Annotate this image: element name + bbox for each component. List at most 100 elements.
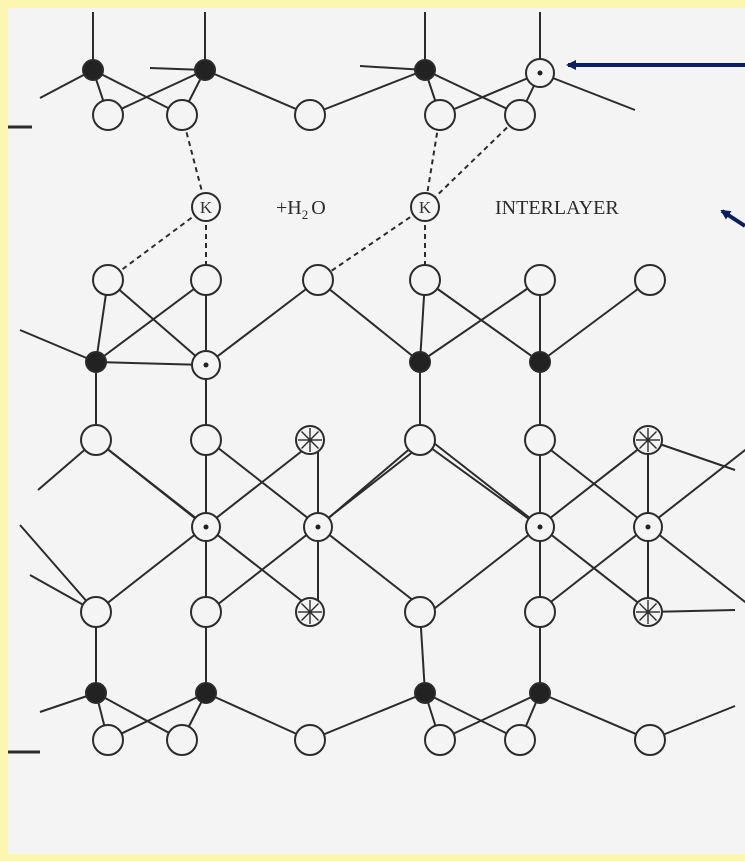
bond-line	[107, 69, 206, 116]
tetrahedral-cation	[414, 682, 436, 704]
hydroxyl-spoke	[647, 611, 657, 621]
tetrahedral-cation	[409, 351, 431, 373]
oxygen-atom	[302, 264, 334, 296]
bond-line	[539, 692, 651, 741]
interlayer-bond	[107, 206, 207, 281]
bond-line	[539, 72, 636, 111]
bond-line	[19, 329, 97, 363]
hydroxyl-spoke	[639, 611, 649, 621]
potassium-ion-left: K	[191, 192, 221, 222]
bond-line	[205, 279, 319, 366]
oxygen-atom	[424, 99, 456, 131]
oxygen-atom	[524, 424, 556, 456]
octahedral-cation-dot	[537, 70, 543, 76]
hydroxyl-spoke	[301, 603, 311, 613]
oxygen-atom	[190, 264, 222, 296]
bond-line	[539, 279, 651, 363]
hydroxyl-spoke	[309, 431, 319, 441]
oxygen-atom	[294, 99, 326, 131]
tetrahedral-cation	[529, 682, 551, 704]
hydroxyl-spoke	[301, 611, 311, 621]
hydroxyl-spoke	[301, 431, 311, 441]
bond-line	[205, 692, 311, 741]
oxygen-atom	[92, 264, 124, 296]
atom-symbols	[80, 58, 666, 756]
oxygen-atom	[190, 424, 222, 456]
bond-line	[317, 439, 421, 528]
bond-line	[309, 692, 426, 741]
oxygen-atom	[92, 99, 124, 131]
bond-line	[107, 692, 207, 741]
hydroxyl-spoke	[639, 603, 649, 613]
octahedral-cation-dot	[645, 524, 651, 530]
oxygen-atom	[634, 264, 666, 296]
oxygen-atom	[409, 264, 441, 296]
bond-line	[204, 69, 311, 116]
bond-line	[95, 439, 207, 528]
oxygen-atom	[524, 596, 556, 628]
hydroxyl-spoke	[647, 431, 657, 441]
bond-line	[439, 72, 541, 116]
bond-line	[95, 692, 183, 741]
hydroxyl-spoke	[309, 611, 319, 621]
potassium-ion-right: K	[410, 192, 440, 222]
bond-line	[424, 279, 541, 363]
bond-line	[92, 69, 183, 116]
water-subscript: 2	[302, 207, 309, 222]
interlayer-bond	[424, 114, 441, 208]
hydroxyl-spoke	[647, 603, 657, 613]
potassium-label: K	[200, 198, 213, 217]
bond-line	[19, 524, 97, 613]
hydroxyl-spoke	[647, 439, 657, 449]
bond-line	[317, 279, 421, 363]
oxygen-atom	[634, 724, 666, 756]
bond-line	[419, 279, 541, 363]
bond-line	[107, 279, 207, 366]
oxygen-atom	[190, 596, 222, 628]
bond-line	[95, 279, 207, 363]
oxygen-atom	[424, 724, 456, 756]
oxygen-atom	[524, 264, 556, 296]
bond-line	[647, 439, 736, 471]
bond-line	[424, 69, 521, 116]
octahedral-cation-dot	[315, 524, 321, 530]
interlayer-bond	[317, 206, 426, 281]
oxygen-atom	[92, 724, 124, 756]
oxygen-atom	[166, 724, 198, 756]
oxygen-atom	[404, 424, 436, 456]
oxygen-atom	[80, 424, 112, 456]
tetrahedral-cation	[85, 351, 107, 373]
bond-line	[419, 439, 541, 528]
bond-line	[309, 69, 426, 116]
potassium-label: K	[419, 198, 432, 217]
tetrahedral-cation	[194, 59, 216, 81]
annotation-arrow-interlayer	[720, 209, 745, 228]
octahedral-cation-dot	[537, 524, 543, 530]
oxygen-atom	[504, 724, 536, 756]
tetrahedral-cation	[85, 682, 107, 704]
tetrahedral-cation	[82, 59, 104, 81]
tetrahedral-cation	[529, 351, 551, 373]
oxygen-atom	[166, 99, 198, 131]
bond-line	[424, 692, 521, 741]
interlayer-bond	[181, 114, 207, 208]
interlayer-label: INTERLAYER	[495, 197, 619, 219]
hydroxyl-spoke	[639, 431, 649, 441]
hydroxyl-spoke	[309, 439, 319, 449]
oxygen-atom	[80, 596, 112, 628]
octahedral-cation-dot	[203, 362, 209, 368]
oxygen-atom	[294, 724, 326, 756]
tetrahedral-cation	[195, 682, 217, 704]
tetrahedral-cation	[414, 59, 436, 81]
figure-panel	[8, 8, 745, 854]
hydroxyl-spoke	[301, 439, 311, 449]
hydroxyl-spoke	[639, 439, 649, 449]
interlayer-bond	[424, 114, 521, 208]
bond-line	[95, 361, 207, 366]
hydroxyl-spoke	[309, 603, 319, 613]
octahedral-cation-dot	[203, 524, 209, 530]
bond-line	[439, 692, 541, 741]
oxygen-atom	[404, 596, 436, 628]
